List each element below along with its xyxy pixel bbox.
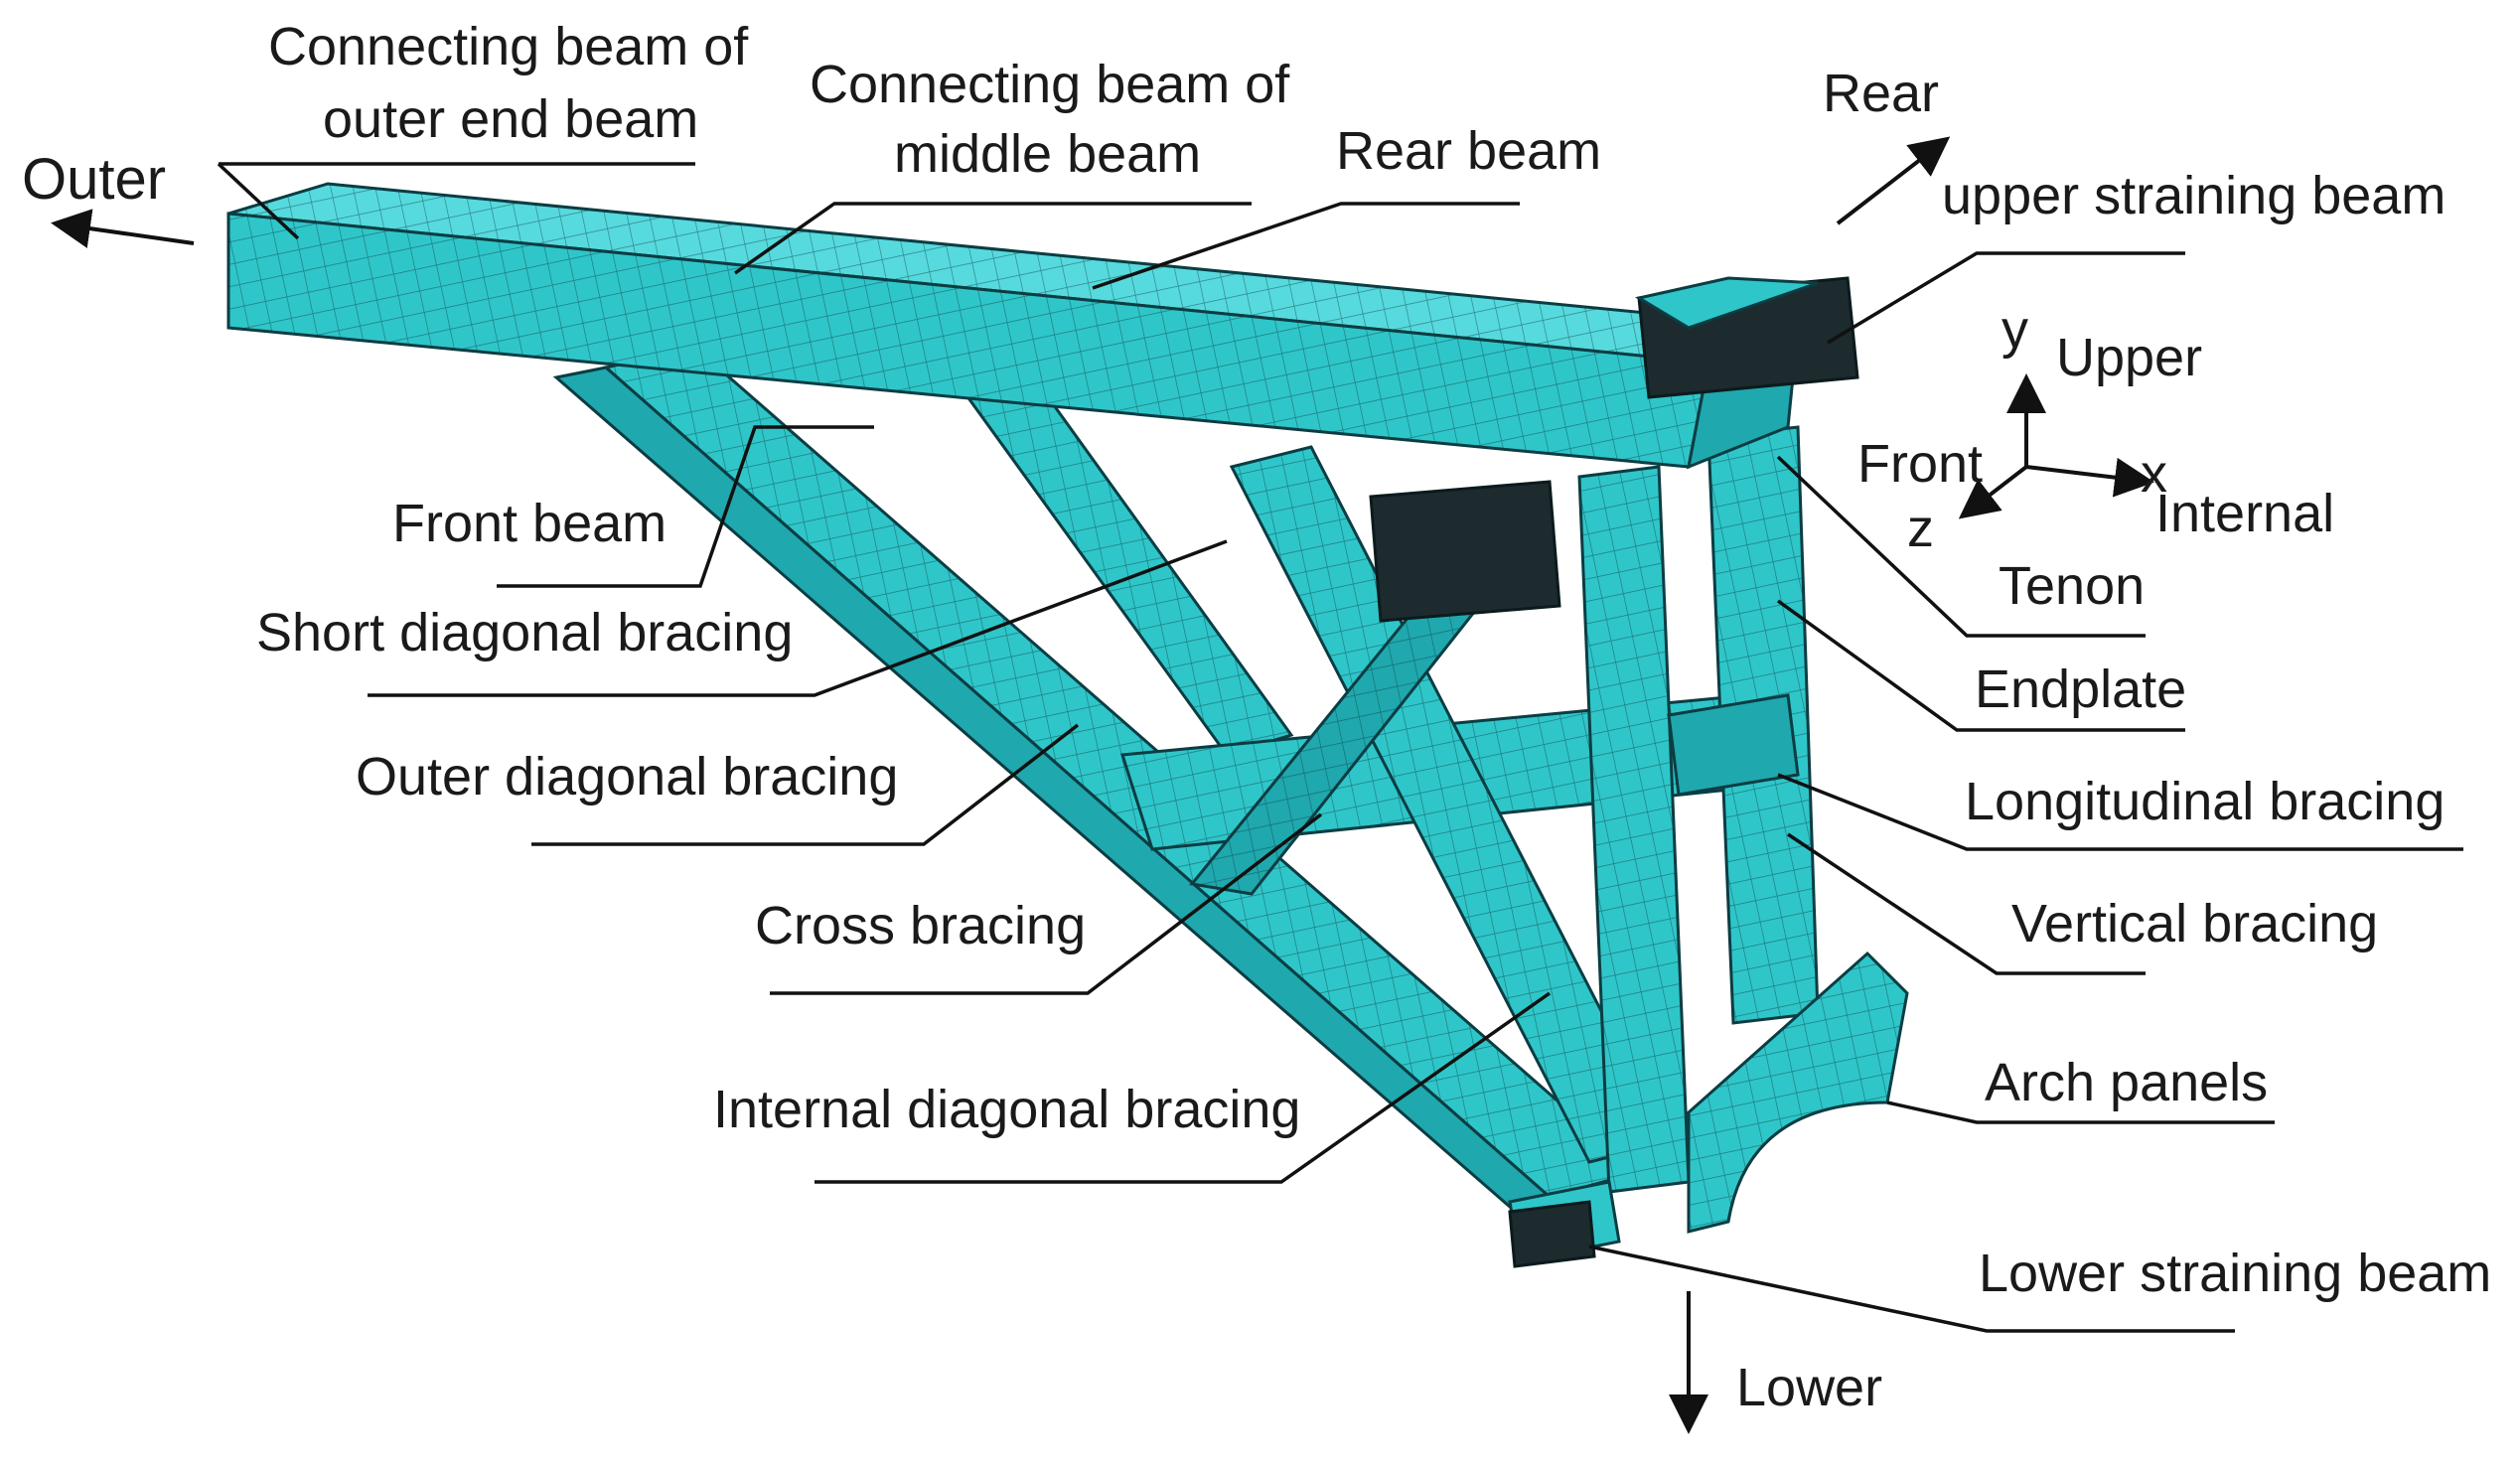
leader-lower-straining xyxy=(1588,1245,2235,1333)
main-beams xyxy=(226,182,1800,470)
coordinate-axes: y Upper Front x z Internal xyxy=(1857,300,2334,558)
leader-lines xyxy=(217,162,2463,1333)
vertical-column-front xyxy=(1577,465,1691,1194)
label-lower-straining-beam: Lower straining beam xyxy=(1979,1244,2491,1303)
label-rear-beam: Rear beam xyxy=(1336,121,1601,181)
axis-x-label: x xyxy=(2141,444,2167,504)
label-cross-bracing: Cross bracing xyxy=(755,896,1086,955)
leader-outer-diagonal xyxy=(531,723,1080,846)
label-rear: Rear xyxy=(1823,64,1939,123)
label-endplate: Endplate xyxy=(1975,660,2186,719)
axis-y-label: y xyxy=(2001,300,2028,360)
label-short-diagonal-bracing: Short diagonal bracing xyxy=(256,603,793,662)
axis-upper-label: Upper xyxy=(2056,328,2202,387)
leader-rear-beam xyxy=(1092,202,1520,290)
leader-short-diagonal xyxy=(368,539,1228,697)
label-tenon: Tenon xyxy=(1999,556,2145,616)
label-outer-diagonal-bracing: Outer diagonal bracing xyxy=(356,747,898,807)
z-axis-line xyxy=(1958,465,2028,519)
label-connecting-outer-2: outer end beam xyxy=(323,89,698,149)
leader-arch-panels xyxy=(1886,1100,2275,1124)
upper-straining-beam-shape xyxy=(1635,276,1859,399)
labels: Connecting beam of outer end beam Connec… xyxy=(22,17,2491,1417)
leader-tenon xyxy=(1776,455,2146,638)
direction-arrows xyxy=(51,136,1951,1434)
leader-internal-diagonal xyxy=(815,991,1552,1184)
label-upper-straining-beam: upper straining beam xyxy=(1942,166,2446,225)
leader-cross-bracing xyxy=(770,812,1323,995)
outer-arrow xyxy=(51,209,195,248)
lower-straining-beam-shape xyxy=(1508,1180,1621,1268)
leader-vertical xyxy=(1787,832,2146,975)
axis-z-label: z xyxy=(1907,499,1934,558)
label-connecting-middle-2: middle beam xyxy=(894,124,1201,184)
label-outer: Outer xyxy=(22,147,166,212)
label-longitudinal-bracing: Longitudinal bracing xyxy=(1965,772,2445,831)
leader-longitudinal xyxy=(1777,773,2463,851)
cross-beam-block xyxy=(1369,480,1561,623)
label-internal-diagonal-bracing: Internal diagonal bracing xyxy=(713,1080,1300,1139)
leader-connecting-middle xyxy=(733,202,1252,275)
leader-connecting-outer xyxy=(217,162,300,240)
label-connecting-outer-1: Connecting beam of xyxy=(268,17,749,76)
arch-panels-shape xyxy=(1687,951,1909,1234)
leader-endplate xyxy=(1776,599,2185,732)
axis-internal-label: Internal xyxy=(2155,484,2334,543)
label-front-beam: Front beam xyxy=(392,494,667,553)
leader-upper-straining xyxy=(1827,251,2185,345)
x-axis-line xyxy=(2025,457,2154,498)
label-arch-panels: Arch panels xyxy=(1985,1053,2268,1112)
longitudinal-bracing-shape xyxy=(1667,693,1800,797)
rear-arrow xyxy=(1836,136,1951,225)
axis-front-label: Front xyxy=(1857,434,1983,494)
label-connecting-middle-1: Connecting beam of xyxy=(810,55,1290,114)
leader-front-beam xyxy=(497,425,874,588)
structure-model xyxy=(226,182,1909,1268)
label-lower: Lower xyxy=(1736,1358,1882,1417)
outer-diagonal-bracing-shape xyxy=(552,346,1643,1209)
label-vertical-bracing: Vertical bracing xyxy=(2011,894,2378,954)
